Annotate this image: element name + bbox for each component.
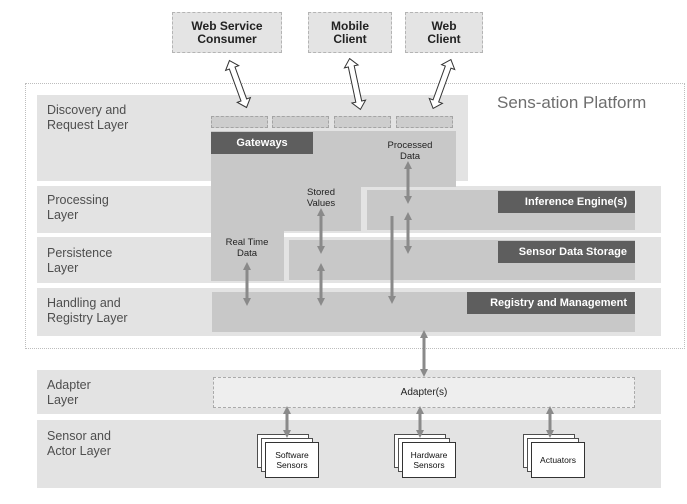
inference-engine-bar: Inference Engine(s)	[498, 191, 635, 213]
real-time-data-label: Real Time Data	[225, 237, 269, 259]
registry-management-bar: Registry and Management	[467, 292, 635, 314]
gateways-bar: Gateways	[211, 132, 313, 154]
processing-layer-label: Processing Layer	[47, 193, 109, 222]
processed-data-label: Processed Data	[387, 140, 433, 162]
mobile-client-box: Mobile Client	[308, 12, 392, 53]
web-service-consumer-box: Web Service Consumer	[172, 12, 282, 53]
handling-layer-label: Handling and Registry Layer	[47, 296, 128, 325]
persistence-layer-label: Persistence Layer	[47, 246, 113, 275]
actuators-box: Actuators	[531, 442, 585, 478]
gateway-slot	[334, 116, 391, 128]
platform-title: Sens-ation Platform	[497, 93, 647, 112]
software-sensors-box: Software Sensors	[265, 442, 319, 478]
gateway-slot	[272, 116, 329, 128]
web-client-box: Web Client	[405, 12, 483, 53]
sensor-data-storage-bar: Sensor Data Storage	[498, 241, 635, 263]
adapter-layer-label: Adapter Layer	[47, 378, 91, 407]
stored-values-label: Stored Values	[306, 187, 336, 209]
gateway-slot	[211, 116, 268, 128]
gateways-panel	[211, 187, 361, 231]
discovery-layer-label: Discovery and Request Layer	[47, 103, 129, 132]
hardware-sensors-box: Hardware Sensors	[402, 442, 456, 478]
adapters-bar: Adapter(s)	[213, 377, 635, 408]
gateway-slot	[396, 116, 453, 128]
sensor-actor-layer-label: Sensor and Actor Layer	[47, 429, 111, 458]
